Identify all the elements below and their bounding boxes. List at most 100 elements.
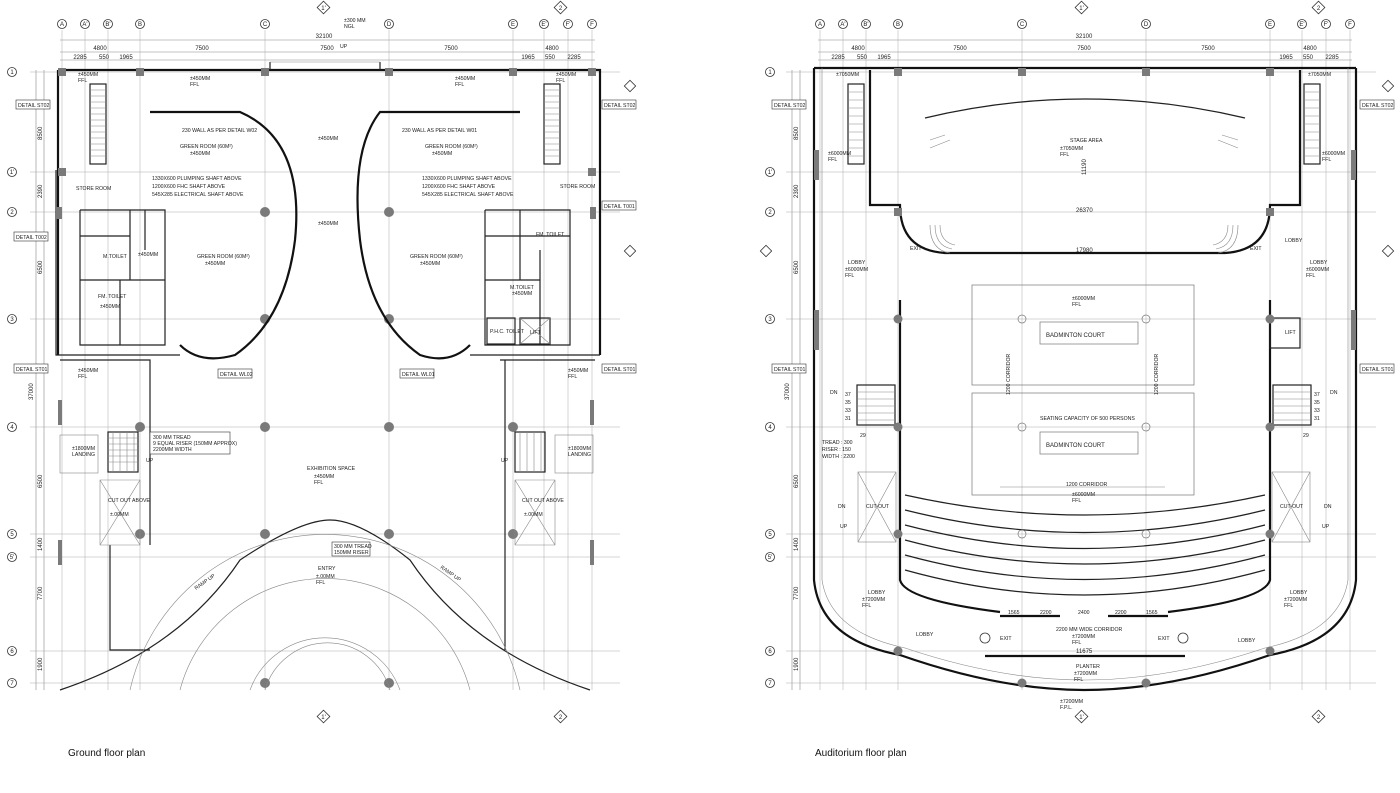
grid-label: B'	[105, 22, 110, 28]
shaft-note: 1330X600 PLUMPING SHAFT ABOVE	[152, 176, 242, 182]
diamond-label: 1'	[321, 6, 325, 12]
up-label: UP	[340, 44, 348, 50]
badminton-court-1: BADMINTON COURT	[1046, 333, 1105, 339]
landing-level: ±1800MM	[568, 446, 591, 452]
shaft-note: 1330X600 PLUMPING SHAFT ABOVE	[422, 176, 512, 182]
detail-st02-right-aud: DETAIL ST02	[1362, 103, 1394, 109]
step-level: 31	[1314, 416, 1320, 422]
step-level: 37	[845, 392, 851, 398]
cut-out-right-aud: CUT-OUT	[1280, 504, 1304, 510]
grid-label: 1'	[768, 170, 772, 176]
level-tag: ±450MM	[190, 151, 210, 157]
level-ffl: FFL	[455, 82, 464, 88]
lift-aud: LIFT	[1285, 330, 1296, 336]
exit-bottom-right: EXIT	[1158, 636, 1170, 642]
dim-vertical: 8500	[38, 126, 44, 140]
diamond-label: 1'	[1079, 715, 1083, 721]
grid-number-bubbles-auditorium: 1 1' 2 3 4 5 5' 6 7	[765, 67, 775, 688]
dim-bay: 7500	[953, 46, 967, 52]
level-tag: ±450MM	[455, 76, 475, 82]
dim-overall: 32100	[316, 34, 333, 40]
fm-toilet-right: FM. TOILET	[536, 232, 565, 238]
grid-label: 7	[768, 681, 772, 687]
stair-note: 300 MM TREAD	[153, 435, 191, 441]
section-diamond-marks: 1' 2 1' 2	[316, 0, 637, 724]
grid-label: A'	[840, 22, 845, 28]
level-tag: ±450MM	[100, 304, 120, 310]
detail-st01-right: DETAIL ST01	[604, 367, 636, 373]
level-ffl: FFL	[1074, 677, 1083, 683]
grid-label: 5	[10, 532, 14, 538]
grid-label: B'	[863, 22, 868, 28]
dim-planter: 11675	[1076, 649, 1093, 655]
grid-letter-bubbles: A A' B' B C D E E' F' F	[57, 19, 597, 29]
dim-sub: 550	[857, 55, 868, 61]
level-tag: ±7200MM	[1284, 597, 1307, 603]
diamond-label: 1'	[321, 715, 325, 721]
section-diamond-marks-auditorium: 1' 2 1' 2	[759, 0, 1395, 724]
auditorium-floor-caption: Auditorium floor plan	[815, 748, 907, 759]
landing-level: ±1800MM	[72, 446, 95, 452]
level-ffl: FFL	[845, 273, 854, 279]
dim-sub: 1965	[521, 55, 535, 61]
left-stair	[89, 83, 107, 165]
level-tag: ±450MM	[318, 136, 338, 142]
m-toilet-left: M.TOILET	[103, 254, 128, 260]
grid-label: 5	[768, 532, 772, 538]
wall-note-w01: 230 WALL AS PER DETAIL W01	[402, 128, 477, 134]
grid-label: D	[1144, 22, 1149, 28]
up-right: UP	[1322, 524, 1330, 530]
detail-wl02: DETAIL WL02	[220, 372, 253, 378]
grid-label: 4	[10, 425, 14, 431]
dim-bay: 4800	[851, 46, 865, 52]
level-tag: ±450MM	[138, 252, 158, 258]
grid-label: F'	[1324, 22, 1329, 28]
seating-capacity: SEATING CAPACITY OF 500 PERSONS	[1040, 416, 1135, 422]
ground-floor-plan: A A' B' B C D E E' F' F 1 1' 2 3 4 5 5' …	[7, 0, 637, 759]
level-ffl: FFL	[1072, 302, 1081, 308]
dim-bay: 7500	[195, 46, 209, 52]
planter-label: PLANTER	[1076, 664, 1100, 670]
grid-label: 6	[10, 649, 14, 655]
tread-note: TREAD : 300	[822, 440, 853, 446]
detail-st01-left: DETAIL ST01	[16, 367, 48, 373]
dim-sub: 1965	[1279, 55, 1293, 61]
grid-lines-auditorium	[786, 30, 1376, 690]
level-ffl: FFL	[1072, 640, 1081, 646]
grid-label: A'	[82, 22, 87, 28]
dim-sub: 2285	[567, 55, 581, 61]
ramp-up-right: RAMP UP	[439, 565, 462, 584]
grid-label: F'	[566, 22, 571, 28]
entry-step-note: 300 MM TREAD	[334, 544, 372, 550]
level-tag: ±7200MM	[1074, 671, 1097, 677]
level-ffl: FFL	[556, 78, 565, 84]
green-room-right-top: GREEN ROOM (60M²)	[425, 144, 478, 150]
up-label: UP	[146, 458, 154, 464]
exit-bottom-left: EXIT	[1000, 636, 1012, 642]
badminton-court-2: BADMINTON COURT	[1046, 443, 1105, 449]
dim-bay: 4800	[1303, 46, 1317, 52]
level-ffl: FFL	[316, 580, 325, 586]
dim-seg: 2400	[1078, 610, 1090, 616]
dim-sub: 1965	[877, 55, 891, 61]
level-ffl: FFL	[1072, 498, 1081, 504]
lobby-right-top: LOBBY	[1285, 238, 1303, 244]
lobby-left-far: LOBBY	[916, 632, 934, 638]
ngl-level: ±300 MM	[344, 18, 366, 24]
dim-vertical: 7700	[38, 586, 44, 600]
level-tag: ±450MM	[190, 76, 210, 82]
detail-st02-right: DETAIL ST02	[604, 103, 636, 109]
up-left: UP	[840, 524, 848, 530]
dim-seg: 1565	[1008, 610, 1020, 616]
grid-label: 2	[10, 210, 14, 216]
grid-label: 1'	[10, 170, 14, 176]
green-room-left-top: GREEN ROOM (60M²)	[180, 144, 233, 150]
cut-out-left-aud: CUT-OUT	[866, 504, 890, 510]
grid-label: 1	[10, 70, 14, 76]
level-tag: ±6000MM	[1306, 267, 1329, 273]
dim-vertical: 37000	[29, 383, 35, 400]
dim-vertical: 2390	[794, 184, 800, 198]
grid-label: E	[1268, 22, 1272, 28]
